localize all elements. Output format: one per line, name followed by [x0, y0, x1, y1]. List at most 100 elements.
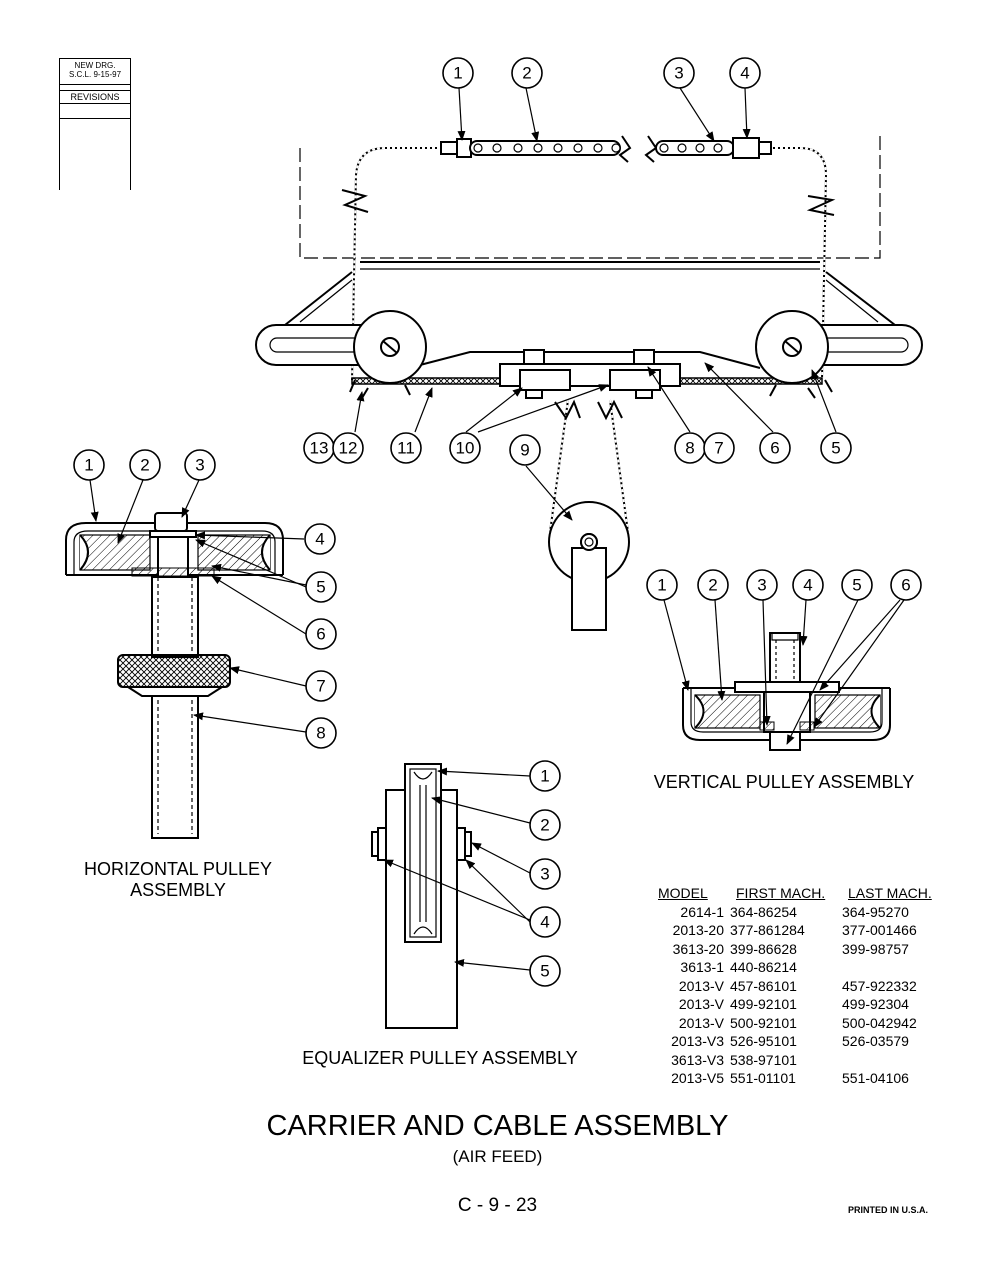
first-mach-cell: 440-86214 — [730, 959, 797, 975]
header-model: MODEL — [658, 885, 708, 901]
callout-h-5: 5 — [305, 571, 337, 603]
svg-text:2: 2 — [522, 64, 531, 83]
model-table-header: MODEL FIRST MACH. LAST MACH. — [652, 884, 958, 903]
model-cell: 2614-1 — [680, 903, 724, 920]
model-table-row: 2013-V5 551-01101 551-04106 — [652, 1069, 958, 1088]
last-mach-cell: 500-042942 — [842, 1014, 917, 1031]
svg-text:1: 1 — [540, 767, 549, 786]
svg-text:8: 8 — [685, 439, 694, 458]
vertical-pulley-callouts: 1 2 3 4 5 6 — [646, 569, 922, 601]
top-leaders — [354, 87, 837, 521]
svg-text:6: 6 — [770, 439, 779, 458]
first-mach-cell: 399-86628 — [730, 940, 797, 957]
callout-v-3: 3 — [746, 569, 778, 601]
callout-e-1: 1 — [529, 760, 561, 792]
svg-text:9: 9 — [520, 441, 529, 460]
callout-top-12: 12 — [332, 432, 364, 464]
last-mach-cell: 499-92304 — [842, 996, 909, 1012]
model-table-row: 3613-1 440-86214 — [652, 958, 958, 977]
model-cell: 3613-20 — [672, 940, 724, 957]
callout-top-5: 5 — [820, 432, 852, 464]
callout-top-3: 3 — [663, 57, 695, 89]
top-callouts: 1 2 3 4 13 12 11 10 9 8 7 6 5 — [303, 57, 852, 466]
callout-h-2: 2 — [129, 449, 161, 481]
last-mach-cell: 457-922332 — [842, 977, 917, 994]
revision-row — [60, 104, 130, 119]
callout-top-11: 11 — [390, 432, 422, 464]
equalizer-pulley-caption: EQUALIZER PULLEY ASSEMBLY — [302, 1048, 578, 1068]
horizontal-pulley-drawing — [65, 512, 284, 839]
model-cell: 2013-V — [678, 1014, 724, 1031]
header-last-mach: LAST MACH. — [848, 885, 932, 901]
svg-text:12: 12 — [339, 439, 358, 458]
callout-h-4: 4 — [304, 523, 336, 555]
callout-h-6: 6 — [305, 618, 337, 650]
svg-text:6: 6 — [901, 576, 910, 595]
callout-top-4: 4 — [729, 57, 761, 89]
model-table: MODEL FIRST MACH. LAST MACH. 2614-1 364-8… — [652, 884, 958, 1088]
header-first-mach: FIRST MACH. — [736, 885, 826, 901]
model-cell: 2013-V — [678, 977, 724, 994]
callout-top-13: 13 — [303, 432, 335, 464]
model-cell: 2013-V3 — [671, 1033, 724, 1049]
callout-h-7: 7 — [305, 670, 337, 702]
first-mach-cell: 364-86254 — [730, 903, 797, 920]
model-cell: 3613-V3 — [671, 1051, 724, 1068]
svg-text:4: 4 — [803, 576, 812, 595]
model-cell: 2013-V5 — [671, 1070, 724, 1086]
callout-h-3: 3 — [184, 449, 216, 481]
svg-text:5: 5 — [316, 578, 325, 597]
svg-text:2: 2 — [140, 456, 149, 475]
callout-v-5: 5 — [841, 569, 873, 601]
svg-text:8: 8 — [316, 724, 325, 743]
first-mach-cell: 457-86101 — [730, 977, 797, 994]
last-mach-cell — [842, 1051, 952, 1070]
carrier-assembly — [255, 135, 923, 631]
svg-text:3: 3 — [757, 576, 766, 595]
callout-top-7: 7 — [703, 432, 735, 464]
svg-text:2: 2 — [540, 816, 549, 835]
horizontal-pulley-callouts: 1 2 3 4 5 6 7 8 — [73, 449, 337, 749]
callout-v-1: 1 — [646, 569, 678, 601]
first-mach-cell: 551-01101 — [730, 1070, 796, 1086]
svg-text:4: 4 — [740, 64, 749, 83]
equalizer-pulley-callouts: 1 2 3 4 5 — [529, 760, 561, 987]
svg-text:3: 3 — [195, 456, 204, 475]
callout-v-6: 6 — [890, 569, 922, 601]
printed-label: PRINTED IN U.S.A. — [848, 1205, 929, 1215]
vertical-pulley-caption: VERTICAL PULLEY ASSEMBLY — [653, 772, 915, 792]
svg-text:3: 3 — [674, 64, 683, 83]
horizontal-pulley-caption: HORIZONTAL PULLEY ASSEMBLY — [83, 859, 273, 900]
last-mach-cell: 551-04106 — [842, 1070, 909, 1086]
model-cell: 3613-1 — [680, 959, 724, 975]
callout-e-5: 5 — [529, 955, 561, 987]
svg-text:13: 13 — [310, 439, 329, 458]
callout-e-4: 4 — [529, 906, 561, 938]
model-table-row: 2013-V 500-92101 500-042942 — [652, 1014, 958, 1033]
svg-text:11: 11 — [397, 439, 415, 458]
svg-text:3: 3 — [540, 865, 549, 884]
callout-top-10: 10 — [449, 432, 481, 464]
first-mach-cell: 499-92101 — [730, 996, 797, 1012]
last-mach-cell: 377-001466 — [842, 922, 917, 938]
last-mach-cell — [842, 958, 952, 977]
revision-line2: S.C.L. 9-15-97 — [68, 70, 122, 79]
svg-text:5: 5 — [540, 962, 549, 981]
svg-text:6: 6 — [316, 625, 325, 644]
first-mach-cell: 500-92101 — [730, 1014, 797, 1031]
page-subtitle: (AIR FEED) — [452, 1147, 543, 1166]
callout-e-3: 3 — [529, 858, 561, 890]
svg-text:1: 1 — [84, 456, 93, 475]
page-number: C - 9 - 23 — [457, 1195, 538, 1216]
vertical-pulley-drawing — [682, 632, 891, 751]
svg-text:1: 1 — [657, 576, 666, 595]
first-mach-cell: 538-97101 — [730, 1051, 797, 1068]
svg-text:10: 10 — [456, 439, 475, 458]
revision-new-drawing: NEW DRG. S.C.L. 9-15-97 — [60, 58, 130, 85]
callout-top-2: 2 — [511, 57, 543, 89]
